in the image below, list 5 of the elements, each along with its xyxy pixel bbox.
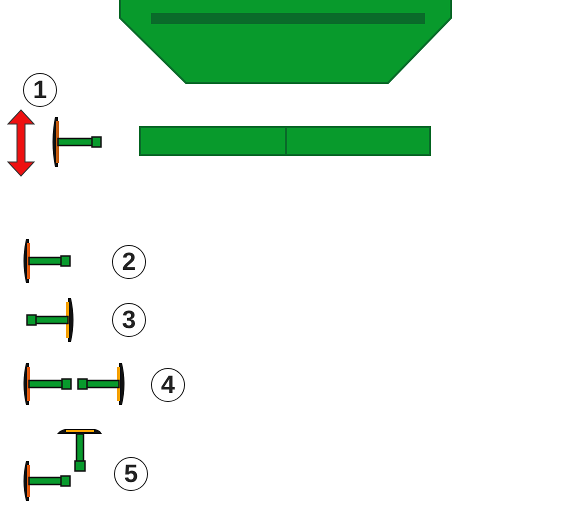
callout-number: 1 [23,73,57,107]
callout-number: 3 [112,303,146,337]
callout-number: 5 [114,457,148,491]
callout-number: 2 [112,245,146,279]
callout-number: 4 [151,368,185,402]
